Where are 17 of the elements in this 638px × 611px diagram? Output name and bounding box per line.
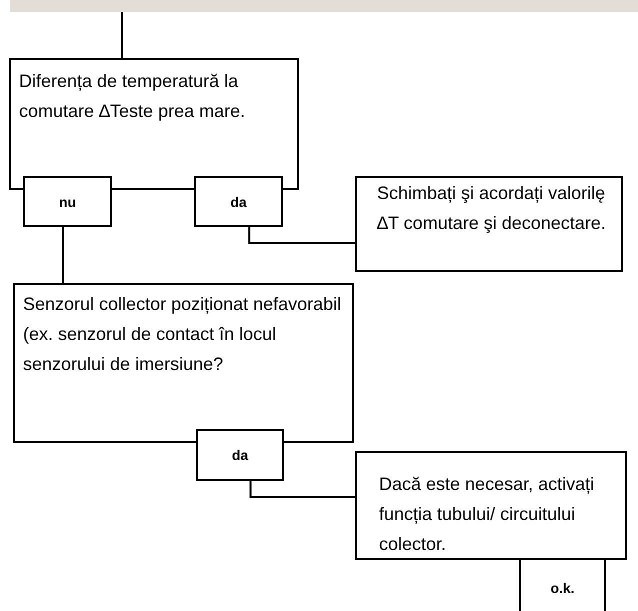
box-text: Diferența de temperatură la comutare ∆Teste prea mare. <box>18 70 246 123</box>
answer-box: nu <box>23 176 112 227</box>
process-box <box>355 176 623 272</box>
answer-box: da <box>194 176 283 227</box>
connector-line <box>248 227 355 244</box>
box-text: Schimbați şi acordați valorilę ∆T comutare şi deconectare. <box>376 182 607 235</box>
box-text: Senzorul collector poziționat nefavorabil (ex. senzorul de contact în locul senzorului de imersiune? <box>22 293 342 376</box>
process-box <box>9 58 299 190</box>
process-box <box>355 451 627 560</box>
box-text: Dacă este necesar, activați funcția tubului/ circuitului colector. <box>378 473 596 556</box>
connector-line <box>62 227 64 283</box>
answer-box: o.k. <box>519 558 606 611</box>
connector-line <box>250 481 355 498</box>
process-box <box>13 283 354 443</box>
header-bar <box>10 0 638 12</box>
connector-line <box>121 12 123 58</box>
answer-box: da <box>196 429 284 481</box>
